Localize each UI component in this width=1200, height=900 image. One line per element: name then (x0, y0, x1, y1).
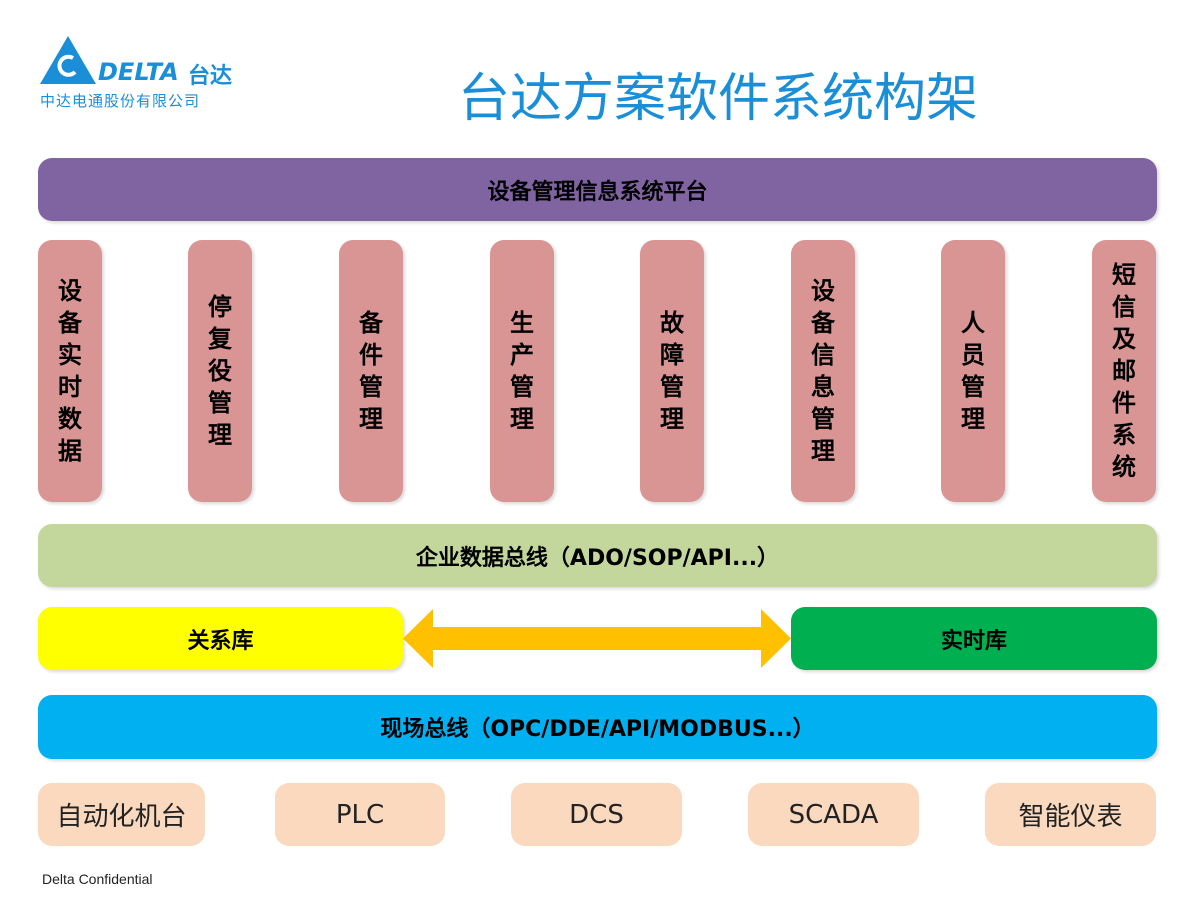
device-scada: SCADA (748, 783, 919, 846)
module-label: 停复役管理 (207, 293, 232, 449)
device-dcs: DCS (511, 783, 682, 846)
module-realtime-data: 设备实时数据 (38, 240, 102, 502)
logo-brand: DELTA (98, 58, 179, 86)
enterprise-bus-bar: 企业数据总线（ADO/SOP/API...） (38, 524, 1157, 587)
module-outage-management: 停复役管理 (188, 240, 252, 502)
module-label: 故障管理 (659, 309, 684, 433)
module-label: 生产管理 (509, 309, 534, 433)
field-bus-bar: 现场总线（OPC/DDE/API/MODBUS...） (38, 695, 1157, 759)
double-arrow-icon (403, 609, 791, 668)
module-label: 备件管理 (358, 309, 383, 433)
module-spare-parts: 备件管理 (339, 240, 403, 502)
module-label: 设备实时数据 (57, 277, 82, 465)
module-device-info: 设备信息管理 (791, 240, 855, 502)
delta-logo: DELTA 台达 中达电通股份有限公司 (40, 36, 240, 111)
module-fault: 故障管理 (640, 240, 704, 502)
device-smart-meter: 智能仪表 (985, 783, 1156, 846)
module-label: 短信及邮件系统 (1111, 261, 1136, 481)
footer-confidential: Delta Confidential (42, 871, 153, 887)
module-label: 设备信息管理 (810, 277, 835, 465)
module-sms-email: 短信及邮件系统 (1092, 240, 1156, 502)
logo-brand-cn: 台达 (188, 64, 233, 89)
module-personnel: 人员管理 (941, 240, 1005, 502)
module-production: 生产管理 (490, 240, 554, 502)
platform-bar: 设备管理信息系统平台 (38, 158, 1157, 221)
logo-company: 中达电通股份有限公司 (40, 92, 201, 110)
module-label: 人员管理 (960, 309, 985, 433)
device-plc: PLC (275, 783, 445, 846)
realtime-db-box: 实时库 (791, 607, 1157, 670)
device-automation-machine: 自动化机台 (38, 783, 205, 846)
delta-triangle-icon (40, 36, 96, 84)
relational-db-box: 关系库 (38, 607, 403, 670)
page-title: 台达方案软件系统构架 (458, 69, 979, 129)
